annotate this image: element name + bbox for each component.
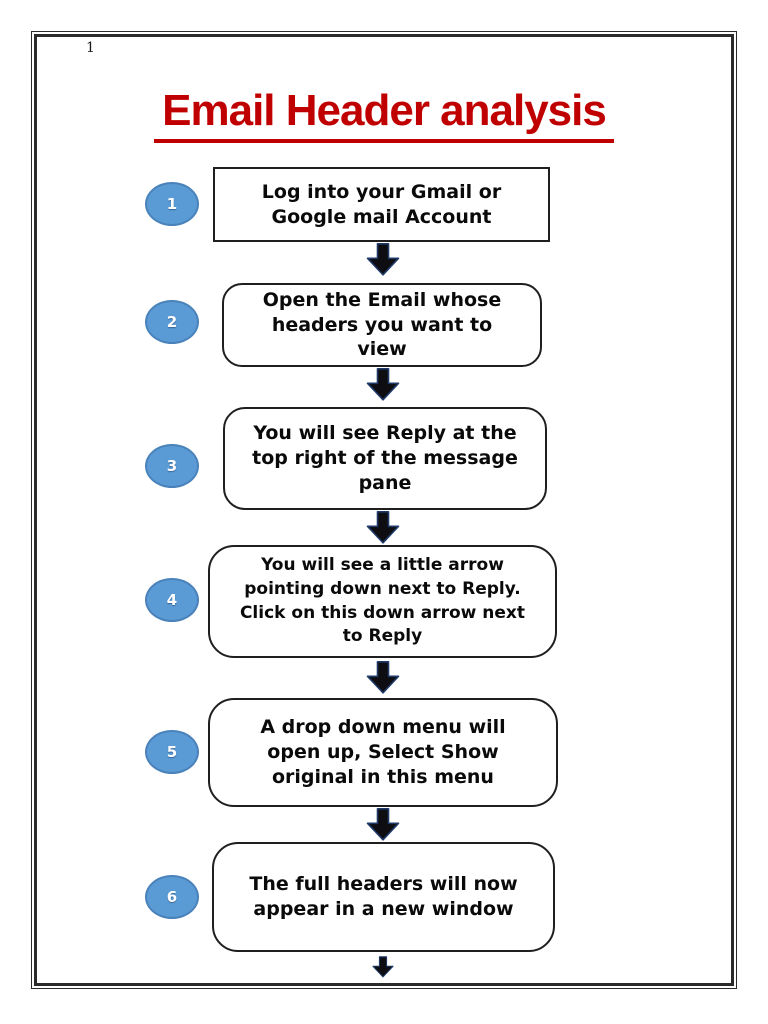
step-text: Log into your Gmail or Google mail Accou… (261, 180, 502, 228)
page-number: 1 (86, 40, 95, 56)
down-arrow-icon (363, 808, 403, 841)
step-text: You will see Reply at the top right of t… (252, 422, 518, 494)
step-box: Open the Email whose headers you want to… (222, 283, 542, 367)
step-box: A drop down menu will open up, Select Sh… (208, 698, 558, 807)
step-box: The full headers will now appear in a ne… (212, 842, 555, 952)
step-box: You will see Reply at the top right of t… (223, 407, 547, 510)
down-arrow-icon (363, 511, 403, 544)
down-arrow-icon (363, 368, 403, 401)
step-number-badge: 5 (145, 730, 199, 774)
page-title: Email Header analysis (154, 86, 614, 143)
step-number: 4 (166, 591, 178, 609)
step-number: 6 (166, 888, 178, 906)
title-container: Email Header analysis (0, 86, 768, 143)
step-number-badge: 1 (145, 182, 199, 226)
step-number: 1 (166, 195, 178, 213)
page-border (31, 31, 737, 989)
step-number: 3 (166, 457, 178, 475)
step-text: You will see a little arrow pointing dow… (239, 554, 526, 647)
down-arrow-icon (363, 243, 403, 276)
down-arrow-icon (370, 954, 396, 980)
step-box: Log into your Gmail or Google mail Accou… (213, 167, 550, 242)
step-text: The full headers will now appear in a ne… (249, 873, 518, 920)
step-text: A drop down menu will open up, Select Sh… (260, 716, 506, 788)
step-number-badge: 4 (145, 578, 199, 622)
step-number-badge: 6 (145, 875, 199, 919)
step-number-badge: 3 (145, 444, 199, 488)
step-number: 5 (166, 743, 178, 761)
down-arrow-icon (363, 661, 403, 694)
step-box: You will see a little arrow pointing dow… (208, 545, 557, 658)
step-text: Open the Email whose headers you want to… (262, 288, 502, 361)
step-number-badge: 2 (145, 300, 199, 344)
step-number: 2 (166, 313, 178, 331)
